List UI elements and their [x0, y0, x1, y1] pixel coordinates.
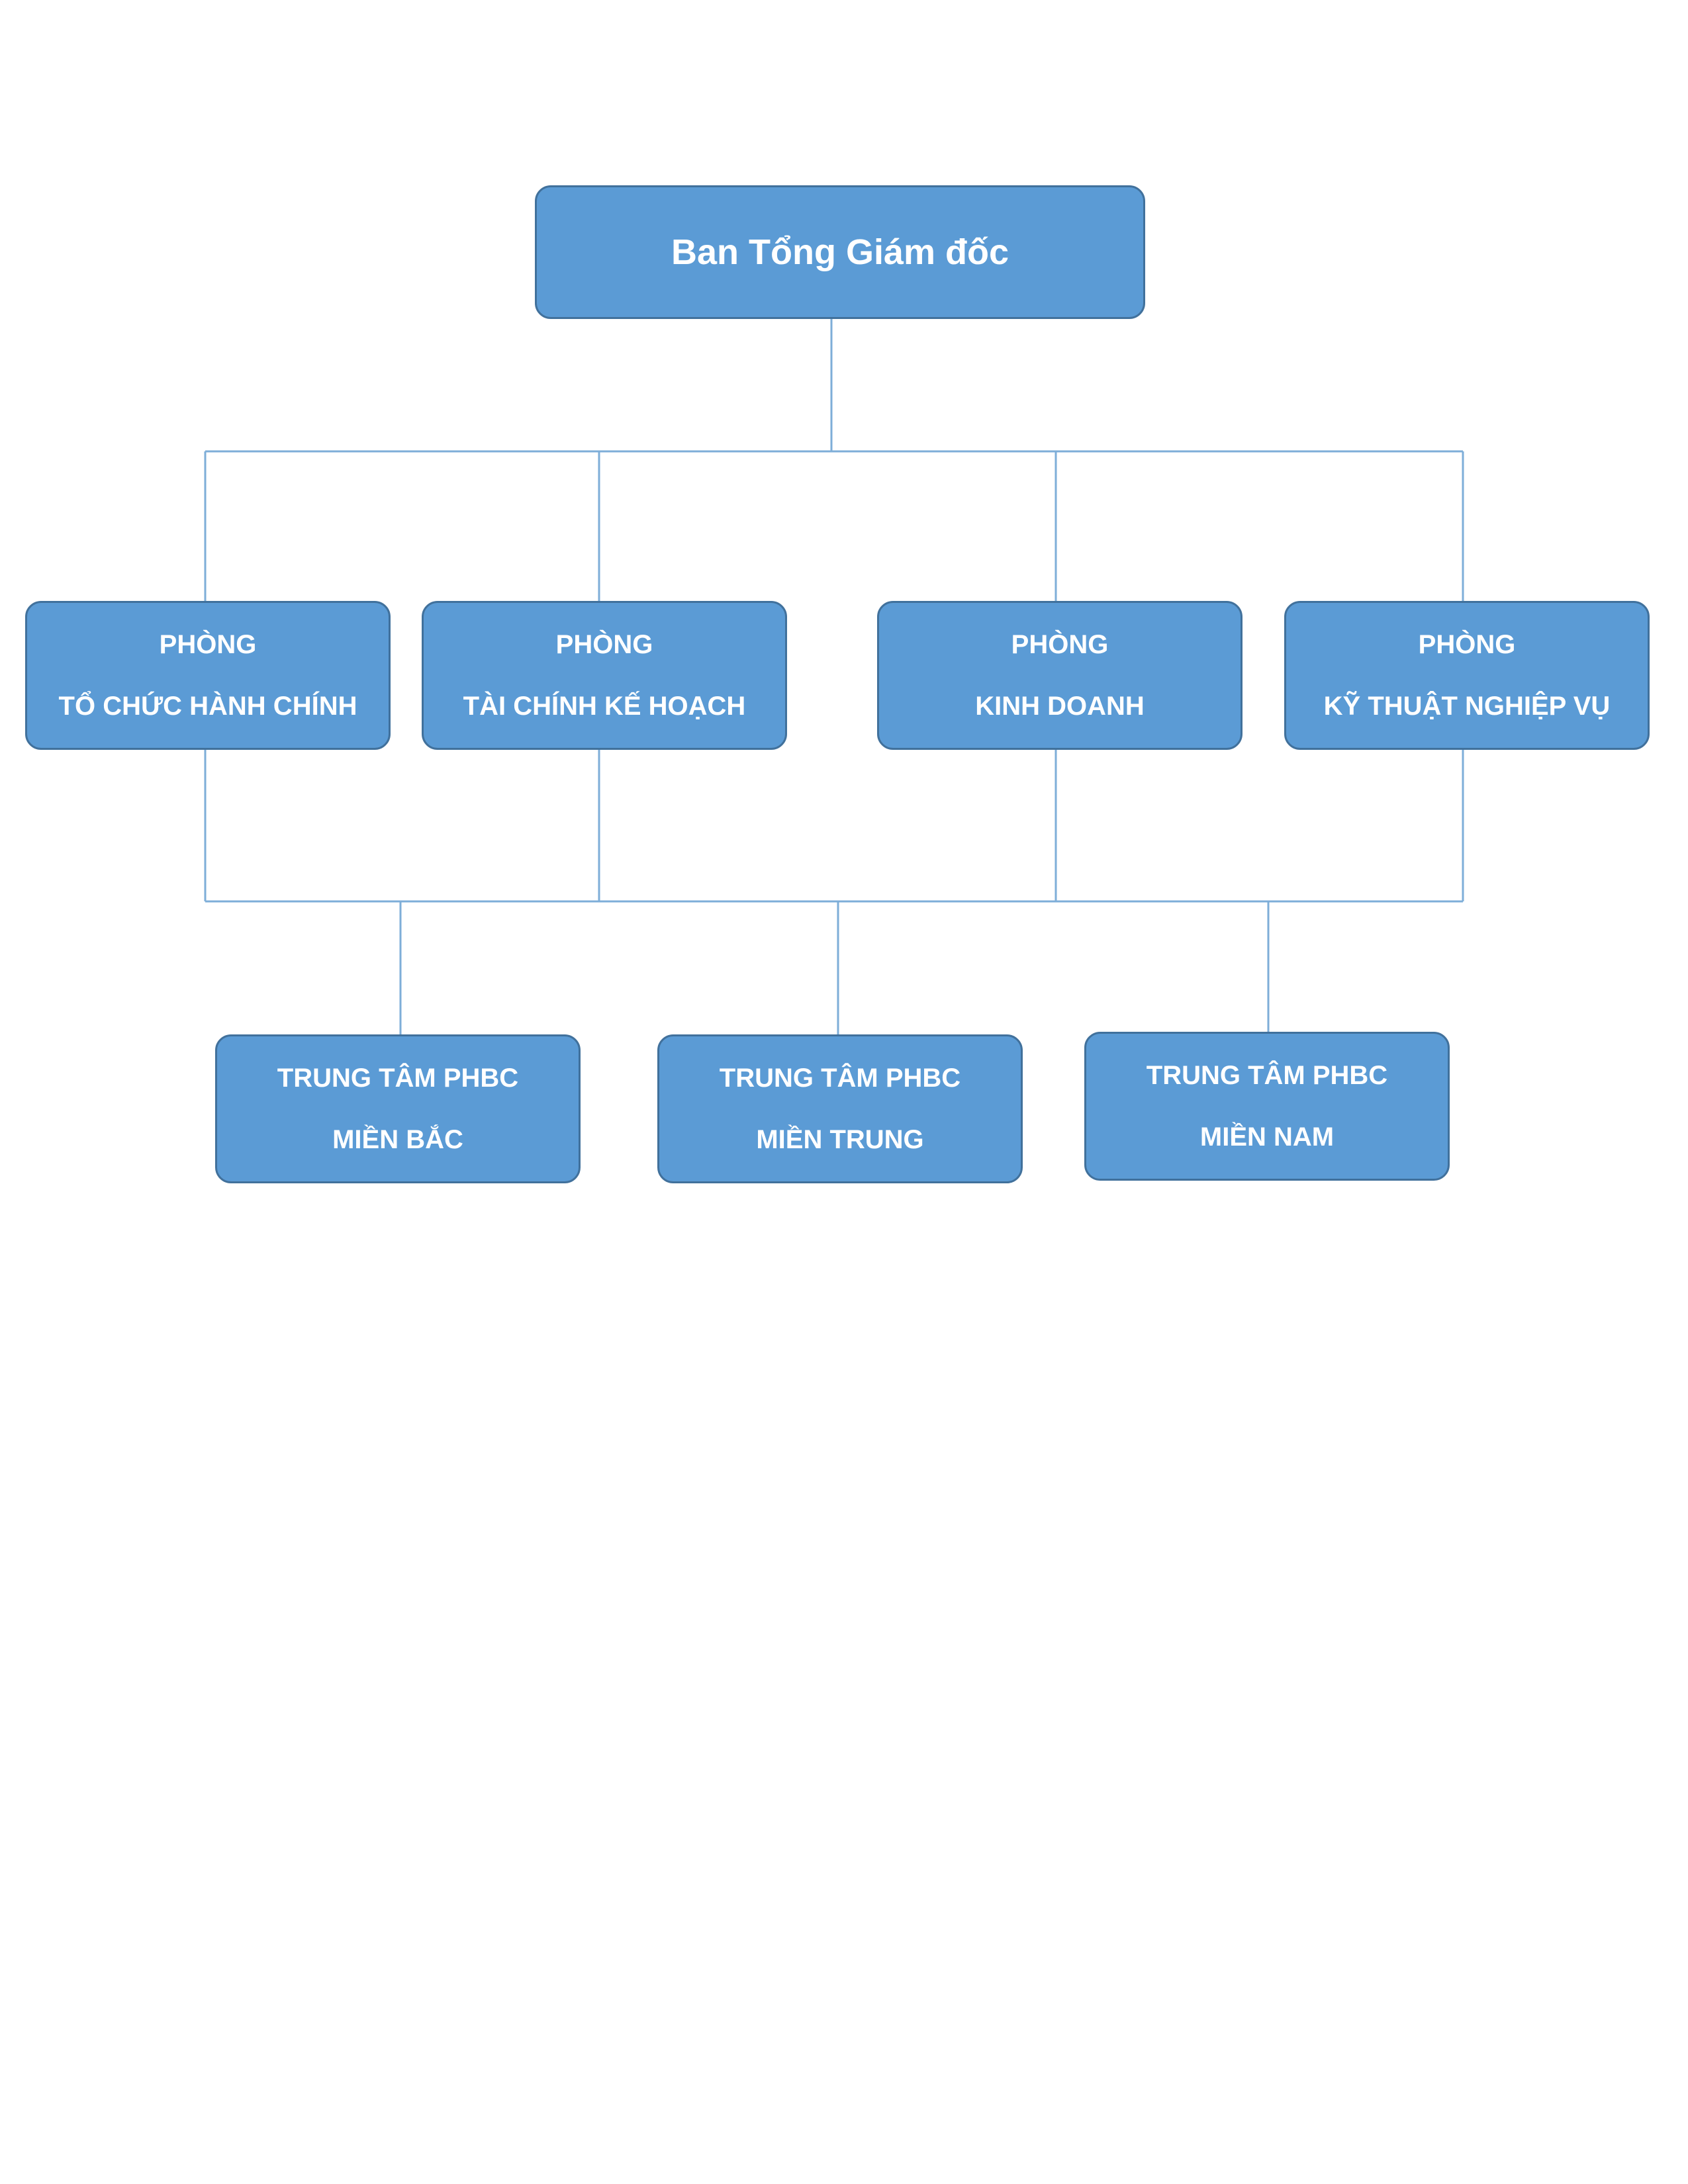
center-mien-nam-box: TRUNG TÂM PHBC MIỀN NAM — [1084, 1032, 1450, 1181]
center-prefix-label: TRUNG TÂM PHBC — [1146, 1061, 1388, 1090]
dept-prefix-label: PHÒNG — [555, 630, 653, 659]
dept-prefix-label: PHÒNG — [1418, 630, 1516, 659]
center-region-label: MIỀN TRUNG — [756, 1125, 924, 1154]
dept-prefix-label: PHÒNG — [159, 630, 257, 659]
dept-name-label: TÀI CHÍNH KẾ HOẠCH — [463, 692, 746, 721]
root-label: Ban Tổng Giám đốc — [671, 232, 1009, 272]
dept-name-label: TỔ CHỨC HÀNH CHÍNH — [58, 692, 357, 721]
dept-prefix-label: PHÒNG — [1011, 630, 1109, 659]
center-region-label: MIỀN BẮC — [332, 1125, 463, 1154]
center-mien-trung-box: TRUNG TÂM PHBC MIỀN TRUNG — [657, 1034, 1023, 1183]
dept-tai-chinh-ke-hoach-box: PHÒNG TÀI CHÍNH KẾ HOẠCH — [422, 601, 787, 750]
ban-tong-giam-doc-box: Ban Tổng Giám đốc — [535, 185, 1145, 319]
center-mien-bac-box: TRUNG TÂM PHBC MIỀN BẮC — [215, 1034, 581, 1183]
dept-kinh-doanh-box: PHÒNG KINH DOANH — [877, 601, 1243, 750]
center-region-label: MIỀN NAM — [1199, 1122, 1335, 1152]
dept-ky-thuat-nghiep-vu-box: PHÒNG KỸ THUẬT NGHIỆP VỤ — [1284, 601, 1650, 750]
center-prefix-label: TRUNG TÂM PHBC — [277, 1064, 519, 1093]
dept-to-chuc-hanh-chinh-box: PHÒNG TỔ CHỨC HÀNH CHÍNH — [25, 601, 391, 750]
dept-name-label: KỸ THUẬT NGHIỆP VỤ — [1323, 692, 1611, 721]
center-prefix-label: TRUNG TÂM PHBC — [719, 1064, 961, 1093]
dept-name-label: KINH DOANH — [975, 692, 1145, 721]
